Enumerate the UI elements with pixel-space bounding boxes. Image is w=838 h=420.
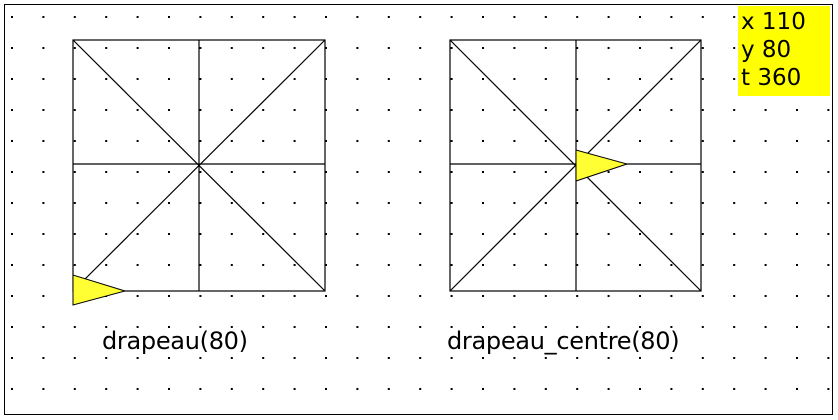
caption-drapeau: drapeau(80) <box>102 327 248 355</box>
drawing-area <box>11 16 830 390</box>
figure-drapeau <box>72 39 326 292</box>
status-y: y 80 <box>741 37 792 63</box>
diagonal-line <box>72 39 326 292</box>
turtle-canvas: drapeau(80) drapeau_centre(80) <box>4 4 833 415</box>
status-x: x 110 <box>741 9 806 35</box>
turtle-icon <box>575 149 629 182</box>
turtle-status-box: x 110 y 80 t 360 <box>738 6 830 96</box>
turtle-icon <box>72 274 127 306</box>
status-t: t 360 <box>741 65 802 91</box>
grid-dots <box>11 16 830 390</box>
caption-drapeau-centre: drapeau_centre(80) <box>447 327 680 355</box>
